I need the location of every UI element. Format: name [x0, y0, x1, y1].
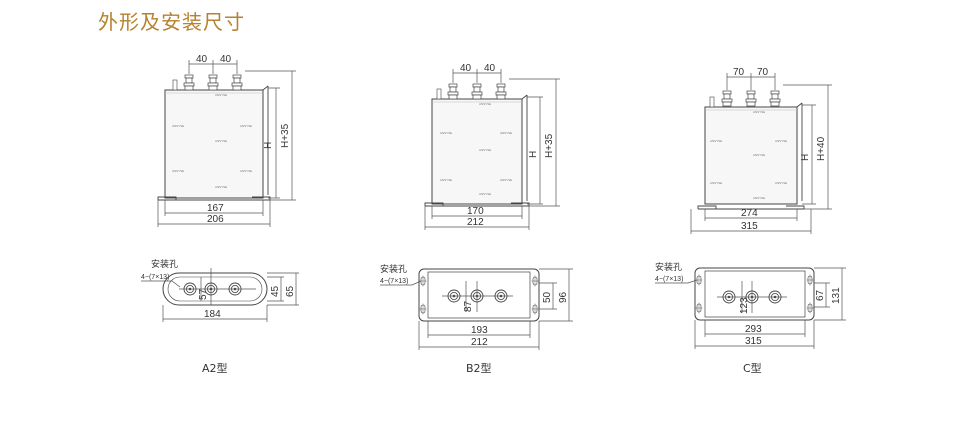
svg-text:ANSYSE: ANSYSE [240, 169, 252, 173]
svg-text:ANSYSE: ANSYSE [172, 124, 184, 128]
svg-text:ANSYSE: ANSYSE [215, 93, 227, 97]
svg-text:ANSYSE: ANSYSE [215, 139, 227, 143]
c-plan-outer-width: 315 [745, 336, 762, 347]
b2-pitch-1: 40 [460, 63, 472, 74]
c-plan-inner-width: 293 [745, 324, 762, 335]
svg-text:ANSYSE: ANSYSE [172, 169, 184, 173]
c-plan-outer-depth: 131 [831, 287, 842, 304]
c-hole-spec: 4−(7×13) [655, 276, 683, 283]
c-plan-view: 123 293 315 67 131 安装孔 4−(7×13) C型 [655, 261, 846, 375]
svg-text:ANSYSE: ANSYSE [753, 110, 765, 114]
c-plan-depth: 123 [739, 297, 750, 314]
svg-text:ANSYSE: ANSYSE [479, 192, 491, 196]
svg-text:ANSYSE: ANSYSE [215, 185, 227, 189]
b2-hole-label: 安装孔 [380, 263, 407, 275]
svg-text:ANSYSE: ANSYSE [753, 196, 765, 200]
svg-text:ANSYSE: ANSYSE [775, 181, 787, 185]
b2-total-height: H+35 [544, 133, 555, 158]
b2-front-view: ANSYSE ANSYSE ANSYSE ANSYSE ANSYSE ANSYS… [424, 63, 560, 230]
c-pitch-2: 70 [757, 67, 769, 78]
b2-plan-outer-depth: 96 [558, 291, 569, 303]
b2-plan-outer-width: 212 [471, 337, 488, 348]
svg-text:ANSYSE: ANSYSE [775, 139, 787, 143]
b2-height: H [528, 151, 539, 158]
c-outer-width: 315 [741, 221, 758, 232]
b2-plan-inner-width: 193 [471, 325, 488, 336]
a2-plan-depth: 57 [198, 288, 209, 300]
c-front-view: ANSYSE ANSYSE ANSYSE ANSYSE ANSYSE ANSYS… [690, 67, 832, 234]
a2-hole-spec: 4−(7×13) [141, 274, 169, 281]
svg-text:ANSYSE: ANSYSE [753, 153, 765, 157]
svg-text:ANSYSE: ANSYSE [500, 131, 512, 135]
svg-text:ANSYSE: ANSYSE [710, 139, 722, 143]
a2-outer-width: 206 [207, 214, 224, 225]
a2-plan-view: 184 45 65 57 安装孔 4−(7×13) A2型 [141, 258, 299, 375]
a2-caption: A2型 [202, 361, 228, 375]
b2-pitch-2: 40 [484, 63, 496, 74]
a2-height: H [263, 142, 274, 149]
c-height: H [800, 154, 811, 161]
c-inner-width: 274 [741, 208, 758, 219]
b2-outer-width: 212 [467, 217, 484, 228]
c-pitch-1: 70 [733, 67, 745, 78]
a2-front-view: ANSYSE ANSYSE ANSYSE ANSYSE ANSYSE ANSYS… [157, 54, 296, 227]
a2-plan-inner-depth: 45 [270, 285, 281, 297]
c-hole-label: 安装孔 [655, 261, 682, 273]
c-plan-inner-depth: 67 [815, 289, 826, 301]
svg-text:ANSYSE: ANSYSE [440, 178, 452, 182]
b2-inner-width: 170 [467, 206, 484, 217]
c-total-height: H+40 [816, 136, 827, 161]
a2-pitch-2: 40 [220, 54, 232, 65]
page-title: 外形及安装尺寸 [98, 10, 245, 34]
c-caption: C型 [743, 361, 762, 375]
b2-plan-inner-depth: 50 [542, 291, 553, 303]
svg-text:ANSYSE: ANSYSE [500, 178, 512, 182]
svg-text:ANSYSE: ANSYSE [440, 131, 452, 135]
b2-hole-spec: 4−(7×13) [380, 278, 408, 285]
svg-text:ANSYSE: ANSYSE [479, 148, 491, 152]
b2-caption: B2型 [466, 361, 492, 375]
a2-total-height: H+35 [280, 123, 291, 148]
svg-text:ANSYSE: ANSYSE [710, 181, 722, 185]
a2-hole-label: 安装孔 [151, 258, 178, 270]
b2-plan-depth: 87 [463, 300, 474, 312]
a2-plan-width: 184 [204, 309, 221, 320]
svg-text:ANSYSE: ANSYSE [479, 102, 491, 106]
a2-pitch-1: 40 [196, 54, 208, 65]
a2-plan-outer-depth: 65 [285, 285, 296, 297]
b2-plan-view: 87 193 212 50 96 安装孔 4−(7×13) B2型 [380, 263, 573, 375]
svg-text:ANSYSE: ANSYSE [240, 124, 252, 128]
a2-inner-width: 167 [207, 203, 224, 214]
